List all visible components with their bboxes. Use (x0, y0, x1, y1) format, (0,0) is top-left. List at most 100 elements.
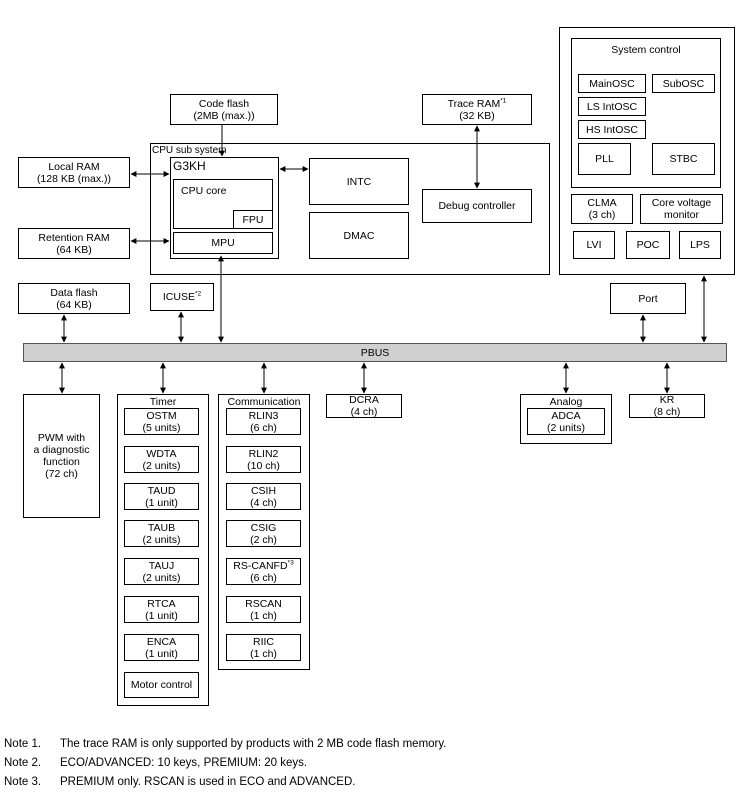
cpu-core-box (173, 179, 273, 229)
timer-item-units: (5 units) (142, 421, 181, 434)
trace-ram-label: Trace RAM (447, 97, 501, 110)
lvi-label: LVI (586, 239, 602, 251)
pll-box: PLL (578, 143, 631, 175)
stbc-label: STBC (669, 153, 698, 165)
retention-ram-size: (64 KB) (56, 243, 92, 256)
timer-item-name: RTCA (147, 597, 176, 610)
core-voltage-label: Core voltage (651, 197, 712, 209)
retention-ram-label: Retention RAM (38, 231, 110, 244)
timer-item-name: ENCA (146, 635, 177, 648)
pwm-line1: PWM with (37, 432, 86, 444)
stbc-box: STBC (652, 143, 715, 175)
mainosc-label: MainOSC (589, 77, 635, 90)
comm-item-channels: (10 ch) (247, 459, 280, 472)
subosc-label: SubOSC (662, 77, 705, 90)
comm-item-name: CSIH (250, 484, 277, 497)
timer-title: Timer (149, 396, 177, 408)
mpu-label: MPU (211, 237, 235, 249)
intc-label: INTC (346, 175, 372, 188)
retention-ram-box: Retention RAM (64 KB) (18, 228, 130, 259)
timer-item-name: WDTA (146, 447, 177, 460)
debug-controller-label: Debug controller (438, 200, 516, 212)
data-flash-size: (64 KB) (56, 298, 92, 311)
timer-item-taud: TAUD(1 unit) (124, 483, 199, 510)
motor-control-box: Motor control (124, 672, 199, 698)
comm-item-name: CSIG (250, 521, 277, 534)
comm-item-rs-canfd: RS-CANFD*3(6 ch) (226, 558, 301, 585)
local-ram-label: Local RAM (48, 160, 100, 173)
comm-item-channels: (2 ch) (250, 533, 277, 546)
pwm-line3: function (43, 456, 80, 468)
comm-item-name: RLIN2 (248, 447, 279, 460)
clma-box: CLMA (3 ch) (571, 194, 633, 224)
timer-item-enca: ENCA(1 unit) (124, 634, 199, 661)
comm-item-channels: (6 ch) (250, 571, 277, 584)
cpu-core-label: CPU core (181, 185, 227, 197)
code-flash-box: Code flash (2MB (max.)) (170, 94, 278, 125)
comm-item-channels: (6 ch) (250, 421, 277, 434)
fpu-label: FPU (242, 213, 264, 226)
data-flash-box: Data flash (64 KB) (18, 283, 130, 314)
comm-item-name: RLIN3 (248, 409, 279, 422)
footnote-text: ECO/ADVANCED: 10 keys, PREMIUM: 20 keys. (60, 757, 308, 769)
comm-item-name: RSCAN (245, 597, 282, 610)
timer-item-name: TAUB (147, 521, 176, 534)
code-flash-label: Code flash (198, 97, 250, 110)
kr-box: KR (8 ch) (629, 394, 705, 418)
intc-box: INTC (309, 158, 409, 205)
mainosc-box: MainOSC (578, 74, 646, 93)
comm-item-rlin2: RLIN2(10 ch) (226, 446, 301, 473)
cpu-subsystem-title: CPU sub system (152, 145, 227, 156)
icuse-box: ICUSE*2 (150, 283, 214, 311)
icuse-label: ICUSE (162, 291, 195, 303)
timer-item-units: (2 units) (142, 459, 181, 472)
pbus-bar: PBUS (23, 343, 727, 362)
poc-label: POC (636, 239, 660, 251)
analog-title: Analog (549, 396, 583, 408)
trace-ram-box: Trace RAM*1 (32 KB) (422, 94, 532, 125)
fpu-box: FPU (233, 210, 273, 229)
dmac-label: DMAC (343, 229, 375, 242)
hs-intosc-box: HS IntOSC (578, 120, 646, 139)
timer-item-wdta: WDTA(2 units) (124, 446, 199, 473)
comm-item-channels: (1 ch) (250, 647, 277, 660)
core-voltage-monitor-box: Core voltage monitor (640, 194, 723, 224)
hs-intosc-label: HS IntOSC (586, 123, 638, 136)
system-control-title: System control (611, 44, 681, 56)
pwm-line2: a diagnostic (33, 444, 90, 456)
dcra-box: DCRA (4 ch) (326, 394, 402, 418)
clma-channels: (3 ch) (588, 209, 616, 221)
pll-label: PLL (595, 153, 614, 165)
debug-controller-box: Debug controller (422, 189, 532, 223)
mpu-box: MPU (173, 232, 273, 254)
g3kh-label: G3KH (173, 159, 206, 173)
footnote-text: The trace RAM is only supported by produ… (60, 738, 447, 750)
timer-item-units: (1 unit) (145, 647, 178, 660)
kr-label: KR (659, 394, 675, 406)
timer-item-tauj: TAUJ(2 units) (124, 558, 199, 585)
lps-label: LPS (690, 239, 710, 251)
comm-item-note-ref: *3 (287, 559, 294, 566)
footnote-number: Note 2. (4, 757, 42, 769)
adca-label: ADCA (551, 409, 581, 422)
code-flash-size: (2MB (max.)) (193, 109, 255, 122)
icuse-note-ref: *2 (194, 290, 202, 298)
comm-item-channels: (4 ch) (250, 496, 277, 509)
timer-item-name: TAUJ (148, 559, 175, 572)
dcra-label: DCRA (349, 394, 379, 406)
footnote-3: Note 3.PREMIUM only. RSCAN is used in EC… (4, 775, 355, 789)
footnote-number: Note 3. (4, 776, 42, 788)
timer-item-name: TAUD (147, 484, 176, 497)
core-voltage-label-2: monitor (663, 209, 699, 221)
lvi-box: LVI (573, 231, 615, 259)
comm-item-channels: (1 ch) (250, 609, 277, 622)
communication-title: Communication (227, 396, 301, 408)
data-flash-label: Data flash (50, 286, 98, 299)
adca-units: (2 units) (547, 421, 585, 434)
pbus-label: PBUS (360, 347, 390, 359)
local-ram-box: Local RAM (128 KB (max.)) (18, 157, 130, 188)
timer-item-rtca: RTCA(1 unit) (124, 596, 199, 623)
timer-item-units: (2 units) (142, 571, 181, 584)
